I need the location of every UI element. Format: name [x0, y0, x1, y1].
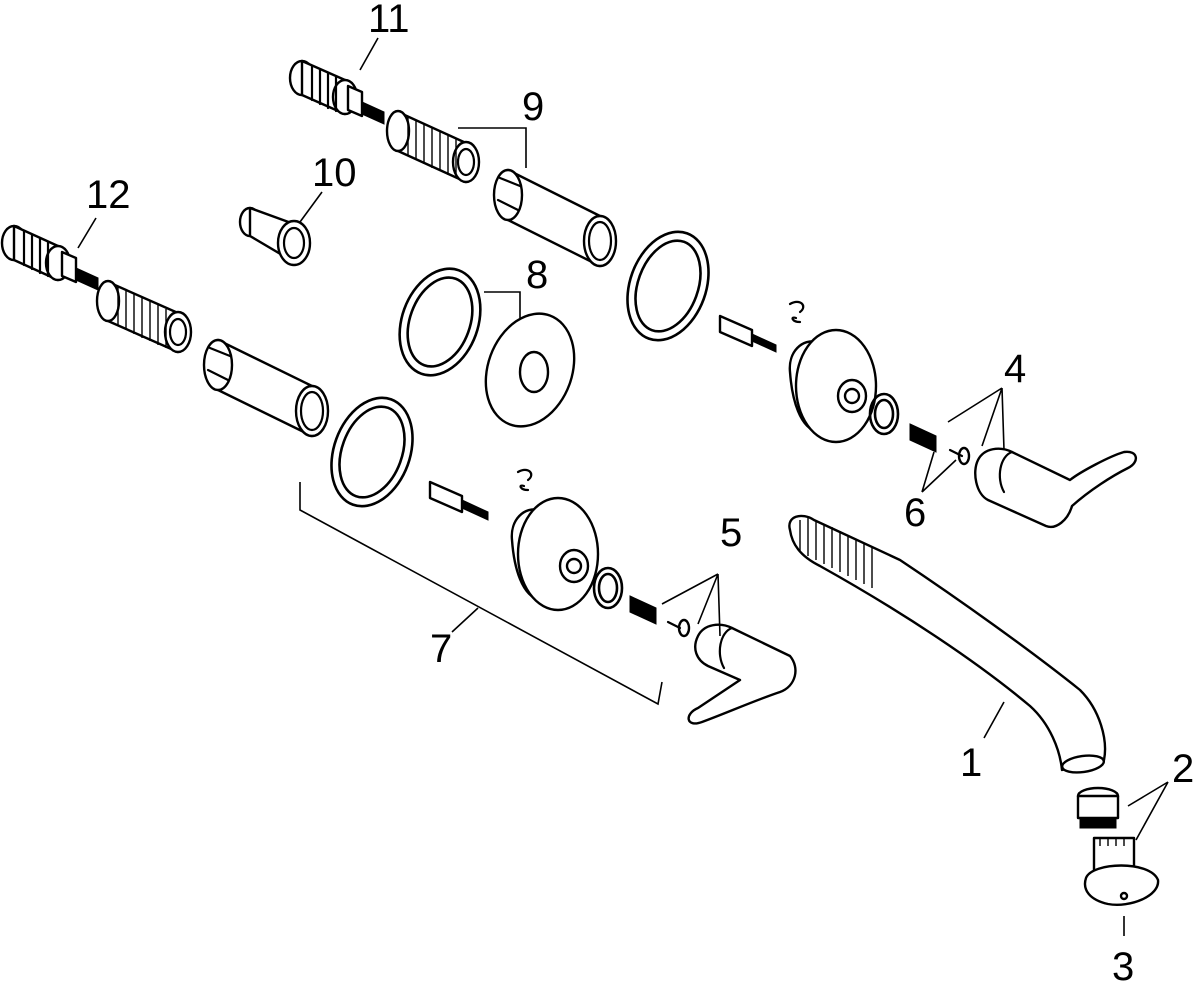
callout-2: 2 — [1172, 747, 1194, 791]
threaded-insert-lower — [629, 595, 657, 625]
screw-lower — [666, 618, 691, 638]
callout-3: 3 — [1112, 945, 1134, 989]
callout-9: 9 — [522, 85, 544, 129]
screw-upper — [948, 446, 971, 466]
leader-7 — [451, 607, 479, 633]
part-9-sleeve-upper — [492, 168, 618, 268]
leader-6 — [921, 451, 957, 493]
part-8-rosette-plate — [484, 312, 576, 428]
leader-lines — [77, 37, 1169, 936]
lever-handle-upper — [974, 447, 1137, 529]
leader-1 — [983, 701, 1005, 739]
part-10-adapter — [238, 206, 312, 267]
part-12-valve-cartridge — [0, 224, 99, 291]
callout-8: 8 — [526, 253, 548, 297]
part-sleeve-lower — [202, 338, 330, 438]
part-2-aerator — [1076, 786, 1120, 829]
wall-rosette-upper — [788, 328, 878, 444]
leader-8 — [484, 291, 521, 318]
callout-10: 10 — [312, 151, 357, 195]
o-ring-upper — [868, 392, 900, 436]
spindle-extension-lower — [428, 468, 533, 521]
callout-4: 4 — [1004, 347, 1026, 391]
part-9-threaded-extension-upper — [385, 109, 481, 184]
leader-7-bracket — [299, 482, 663, 706]
leader-10 — [299, 191, 323, 223]
callout-6: 6 — [904, 491, 926, 535]
spindle-extension-upper — [718, 300, 805, 353]
leader-9 — [458, 127, 527, 168]
part-2-aerator-key — [1083, 836, 1160, 906]
leader-5 — [661, 573, 721, 637]
part-threaded-extension-lower — [95, 279, 193, 354]
leader-4 — [947, 387, 1005, 451]
callout-12: 12 — [86, 173, 131, 217]
part-1-spout — [788, 514, 1107, 774]
wall-rosette-lower — [510, 496, 600, 612]
callout-11: 11 — [368, 0, 410, 41]
sealing-ring-lower — [330, 396, 414, 508]
o-ring-lower — [592, 566, 624, 610]
leader-2 — [1127, 781, 1169, 841]
threaded-insert-upper — [909, 423, 937, 453]
callout-1: 1 — [960, 741, 982, 785]
callout-labels: 11 9 10 12 8 4 6 5 7 1 2 3 — [86, 0, 1194, 989]
part-11-valve-cartridge — [288, 59, 385, 125]
part-8-sealing-ring — [398, 267, 482, 377]
callout-7: 7 — [430, 627, 452, 671]
callout-5: 5 — [720, 511, 742, 555]
leader-11 — [359, 37, 379, 71]
leader-12 — [77, 217, 97, 249]
sealing-ring-upper — [626, 230, 710, 342]
lever-handle-lower — [687, 623, 797, 725]
